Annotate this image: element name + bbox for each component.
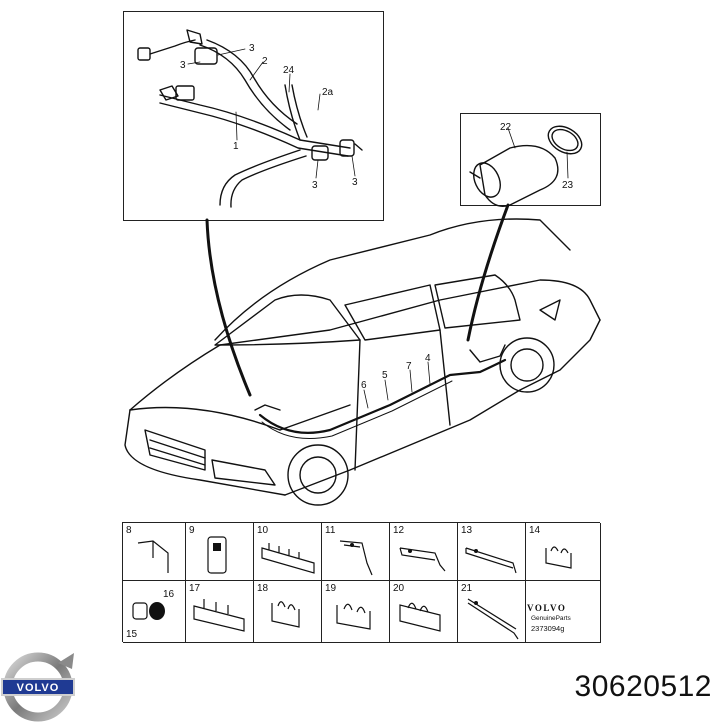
diagram-ref-code: 2373094g xyxy=(531,624,565,633)
bracket-icon xyxy=(137,540,169,573)
callout-3d: 3 xyxy=(352,177,358,188)
part-label-19: 19 xyxy=(325,583,337,594)
part-label-12: 12 xyxy=(393,525,405,536)
filter-callouts: 22 23 xyxy=(500,122,574,191)
volvo-logo: VOLVO xyxy=(1,652,75,722)
hose-leader-lines xyxy=(187,48,356,179)
car-body xyxy=(124,218,601,506)
part-label-17: 17 xyxy=(189,583,201,594)
mount-bracket-icon xyxy=(399,547,446,572)
callout-22: 22 xyxy=(500,122,512,133)
triple-clip-icon xyxy=(193,599,245,632)
part-label-21: 21 xyxy=(461,583,473,594)
part-cell-19: 19 xyxy=(322,581,390,643)
part-cell-11: 11 xyxy=(322,523,390,581)
multi-clip-icon xyxy=(261,543,315,574)
hose-callouts: 3 3 2 24 2a 1 3 3 xyxy=(180,43,358,191)
part-label-15: 15 xyxy=(126,629,138,640)
part-cell-18: 18 xyxy=(254,581,322,643)
part-label-10: 10 xyxy=(257,525,269,536)
genuine-parts-label: GenuineParts xyxy=(531,615,571,622)
part-cell-17: 17 xyxy=(186,581,254,643)
callout-24: 24 xyxy=(283,65,295,76)
twin-clip-icon xyxy=(271,601,300,628)
part-cell-9: 9 xyxy=(186,523,254,581)
line-holder-icon xyxy=(399,602,441,632)
callout-4: 4 xyxy=(425,353,431,364)
car-callouts: 6 5 7 4 xyxy=(361,353,431,391)
callout-7: 7 xyxy=(406,361,412,372)
callout-2a: 2a xyxy=(322,87,334,98)
part-label-16: 16 xyxy=(163,589,175,600)
part-label-14: 14 xyxy=(529,525,541,536)
part-cell-20: 20 xyxy=(390,581,458,643)
part-cell-12: 12 xyxy=(390,523,458,581)
part-label-11: 11 xyxy=(325,525,336,536)
callout-2: 2 xyxy=(262,56,268,67)
parts-grid: 8 9 10 11 12 13 14 16 15 17 18 19 xyxy=(122,522,601,643)
part-cell-brand xyxy=(526,581,601,643)
volvo-logo-text: VOLVO xyxy=(17,682,60,694)
grommet-icon xyxy=(207,536,227,574)
part-label-20: 20 xyxy=(393,583,405,594)
part-number: 30620512 xyxy=(574,670,712,703)
callout-6: 6 xyxy=(361,380,367,391)
pipe-clip-icon xyxy=(336,603,371,630)
part-cell-21: 21 xyxy=(458,581,526,643)
part-cell-14: 14 xyxy=(526,523,601,581)
callout-23: 23 xyxy=(562,180,574,191)
part-cell-13: 13 xyxy=(458,523,526,581)
hose-assembly xyxy=(137,29,363,208)
double-clip-icon xyxy=(545,546,572,569)
brand-wordmark: VOLVO xyxy=(527,603,567,613)
part-cell-10: 10 xyxy=(254,523,322,581)
car-leader-lines xyxy=(363,361,431,409)
part-label-8: 8 xyxy=(126,525,132,536)
callout-3a: 3 xyxy=(249,43,255,54)
hose-detail-box xyxy=(123,11,384,221)
part-cell-15-16: 16 15 xyxy=(123,581,186,643)
part-label-13: 13 xyxy=(461,525,473,536)
strap-bracket-icon xyxy=(465,547,517,574)
callout-3c: 3 xyxy=(312,180,318,191)
long-bracket-icon xyxy=(467,598,519,640)
callout-1: 1 xyxy=(233,141,239,152)
part-label-18: 18 xyxy=(257,583,269,594)
angle-bracket-icon xyxy=(339,540,373,576)
part-cell-8: 8 xyxy=(123,523,186,581)
filter-detail-box xyxy=(460,113,601,206)
callout-3b: 3 xyxy=(180,60,186,71)
hose-pointer-arrow xyxy=(205,218,252,397)
bushing-icon xyxy=(132,602,165,620)
filter-pointer-arrow xyxy=(466,203,510,342)
part-label-9: 9 xyxy=(189,525,195,536)
fuel-filter xyxy=(469,125,583,207)
callout-5: 5 xyxy=(382,370,388,381)
